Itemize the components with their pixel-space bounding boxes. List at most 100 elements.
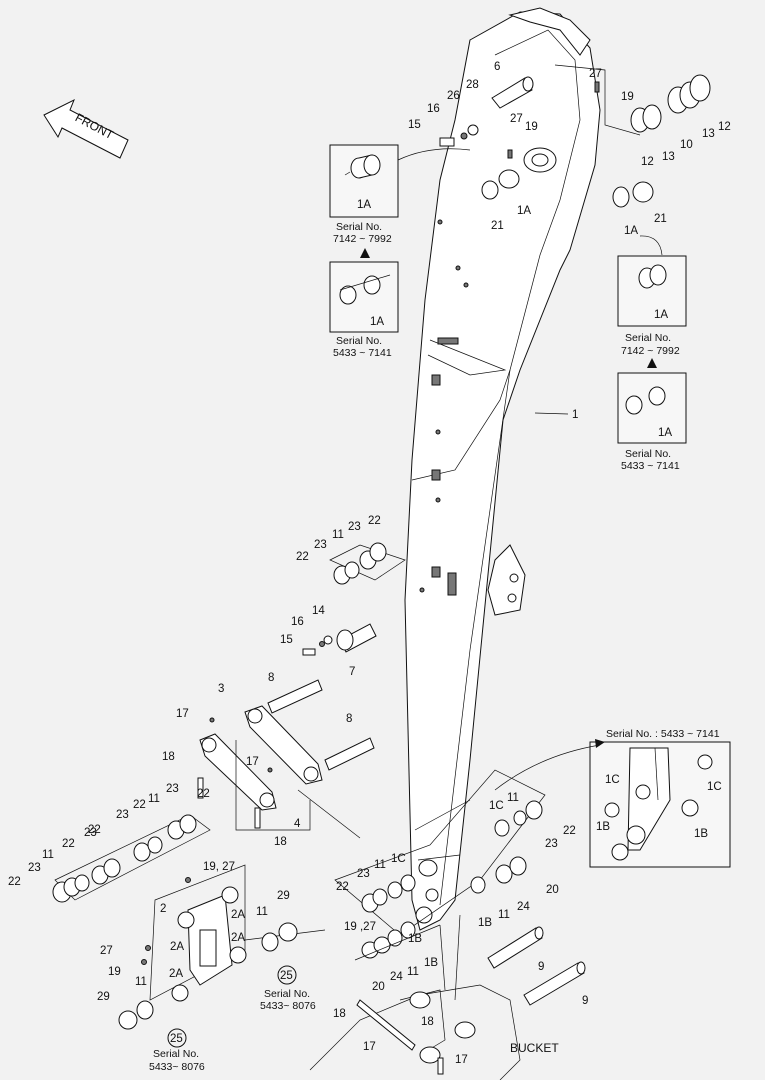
callout-8: 8 bbox=[268, 672, 274, 684]
callout-22: 22 bbox=[368, 515, 381, 527]
callout-7: 7 bbox=[349, 666, 355, 678]
callout-23: 23 bbox=[545, 838, 558, 850]
inset-1a-right-upper: 1A Serial No. 7142 ~ 7992 bbox=[617, 235, 687, 368]
serial-label: Serial No. bbox=[153, 1048, 199, 1060]
callout-23: 23 bbox=[116, 809, 129, 821]
callout-19-27: 19, 27 bbox=[203, 861, 235, 873]
callout-13: 13 bbox=[662, 151, 675, 163]
callout-2a: 2A bbox=[231, 932, 245, 944]
pin-9-group bbox=[487, 926, 586, 1006]
callout-25-circle: 25 bbox=[167, 1028, 187, 1048]
callout-23: 23 bbox=[166, 783, 179, 795]
callout-1: 1 bbox=[572, 409, 578, 421]
callout-27: 27 bbox=[100, 945, 113, 957]
callout-19-27: 19 ,27 bbox=[344, 921, 376, 933]
callout-22: 22 bbox=[133, 799, 146, 811]
callout-2a: 2A bbox=[170, 941, 184, 953]
callout-23: 23 bbox=[357, 868, 370, 880]
callout-11: 11 bbox=[374, 859, 386, 871]
callout-3: 3 bbox=[218, 683, 224, 695]
serial-label: Serial No. bbox=[625, 448, 671, 460]
callout-29: 29 bbox=[277, 890, 290, 902]
callout-10: 10 bbox=[680, 139, 693, 151]
link-group bbox=[197, 679, 375, 839]
callout-labels: 1 6 28 26 16 15 27 19 21 1A 27 19 12 13 … bbox=[8, 61, 731, 1073]
inset-1a-lower: 1A Serial No. 5433 ~ 7141 bbox=[329, 261, 399, 359]
callout-12: 12 bbox=[718, 121, 731, 133]
callout-23: 23 bbox=[28, 862, 41, 874]
callout-18: 18 bbox=[274, 836, 287, 848]
callout-12: 12 bbox=[641, 156, 654, 168]
callout-1a: 1A bbox=[357, 199, 371, 211]
callout-22: 22 bbox=[88, 824, 101, 836]
callout-15: 15 bbox=[408, 119, 421, 131]
callout-22: 22 bbox=[563, 825, 576, 837]
inset-1a-right-lower: 1A Serial No. 5433 ~ 7141 bbox=[617, 372, 687, 472]
inset-1a-upper: 1A Serial No. 7142 ~ 7992 bbox=[329, 144, 471, 258]
serial-range: 7142 ~ 7992 bbox=[333, 233, 392, 245]
callout-1c: 1C bbox=[391, 853, 406, 865]
callout-17: 17 bbox=[363, 1041, 376, 1053]
callout-23: 23 bbox=[314, 539, 327, 551]
serial-range: 5433 ~ 7141 bbox=[621, 460, 680, 472]
callout-17: 17 bbox=[455, 1054, 468, 1066]
callout-2a: 2A bbox=[169, 968, 183, 980]
inset-serial-1bc: Serial No. : 5433 ~ 7141 bbox=[494, 728, 731, 868]
callout-8: 8 bbox=[346, 713, 352, 725]
callout-6: 6 bbox=[494, 61, 500, 73]
callout-1c: 1C bbox=[605, 774, 620, 786]
callout-14: 14 bbox=[312, 605, 325, 617]
callout-25: 25 bbox=[170, 1033, 183, 1045]
bucket-label: BUCKET bbox=[510, 1041, 559, 1055]
serial-label: Serial No. bbox=[336, 335, 382, 347]
serial-label: Serial No. bbox=[264, 988, 310, 1000]
callout-25: 25 bbox=[280, 970, 293, 982]
callout-26: 26 bbox=[447, 90, 460, 102]
mid-seal-group bbox=[302, 542, 406, 656]
callout-22: 22 bbox=[296, 551, 309, 563]
bucket-sketch bbox=[309, 914, 521, 1080]
callout-23: 23 bbox=[348, 521, 361, 533]
callout-1a: 1A bbox=[658, 427, 672, 439]
callout-4: 4 bbox=[294, 818, 301, 830]
callout-29: 29 bbox=[97, 991, 110, 1003]
callout-1b: 1B bbox=[408, 933, 422, 945]
callout-1a: 1A bbox=[517, 205, 531, 217]
serial-inline: Serial No. : 5433 ~ 7141 bbox=[606, 728, 720, 740]
serial-label: Serial No. bbox=[625, 332, 671, 344]
callout-24: 24 bbox=[517, 901, 530, 913]
callout-16: 16 bbox=[427, 103, 440, 115]
callout-11: 11 bbox=[498, 909, 510, 921]
callout-18: 18 bbox=[333, 1008, 346, 1020]
callout-16: 16 bbox=[291, 616, 304, 628]
callout-22: 22 bbox=[62, 838, 75, 850]
callout-1b: 1B bbox=[596, 821, 610, 833]
serial-range: 5433 ~ 7141 bbox=[333, 347, 392, 359]
callout-1b: 1B bbox=[478, 917, 492, 929]
callout-11: 11 bbox=[256, 906, 268, 918]
callout-27: 27 bbox=[510, 113, 523, 125]
callout-1a: 1A bbox=[654, 309, 668, 321]
callout-28: 28 bbox=[466, 79, 479, 91]
callout-11: 11 bbox=[407, 966, 419, 978]
guide-link-group bbox=[118, 864, 326, 1030]
callout-1b: 1B bbox=[694, 828, 708, 840]
callout-1c: 1C bbox=[707, 781, 722, 793]
serial-label: Serial No. bbox=[336, 221, 382, 233]
serial-range: 5433~ 8076 bbox=[260, 1000, 316, 1012]
callout-20: 20 bbox=[546, 884, 559, 896]
callout-1b: 1B bbox=[424, 957, 438, 969]
left-seal-stack bbox=[52, 814, 211, 903]
callout-21: 21 bbox=[491, 220, 504, 232]
callout-23: 23 bbox=[84, 827, 97, 839]
callout-1c: 1C bbox=[489, 800, 504, 812]
callout-20: 20 bbox=[372, 981, 385, 993]
callout-11: 11 bbox=[148, 793, 160, 805]
callout-13: 13 bbox=[702, 128, 715, 140]
callout-11: 11 bbox=[42, 849, 54, 861]
callout-24: 24 bbox=[390, 971, 403, 983]
callout-11: 11 bbox=[135, 976, 147, 988]
callout-22: 22 bbox=[8, 876, 21, 888]
callout-18: 18 bbox=[421, 1016, 434, 1028]
